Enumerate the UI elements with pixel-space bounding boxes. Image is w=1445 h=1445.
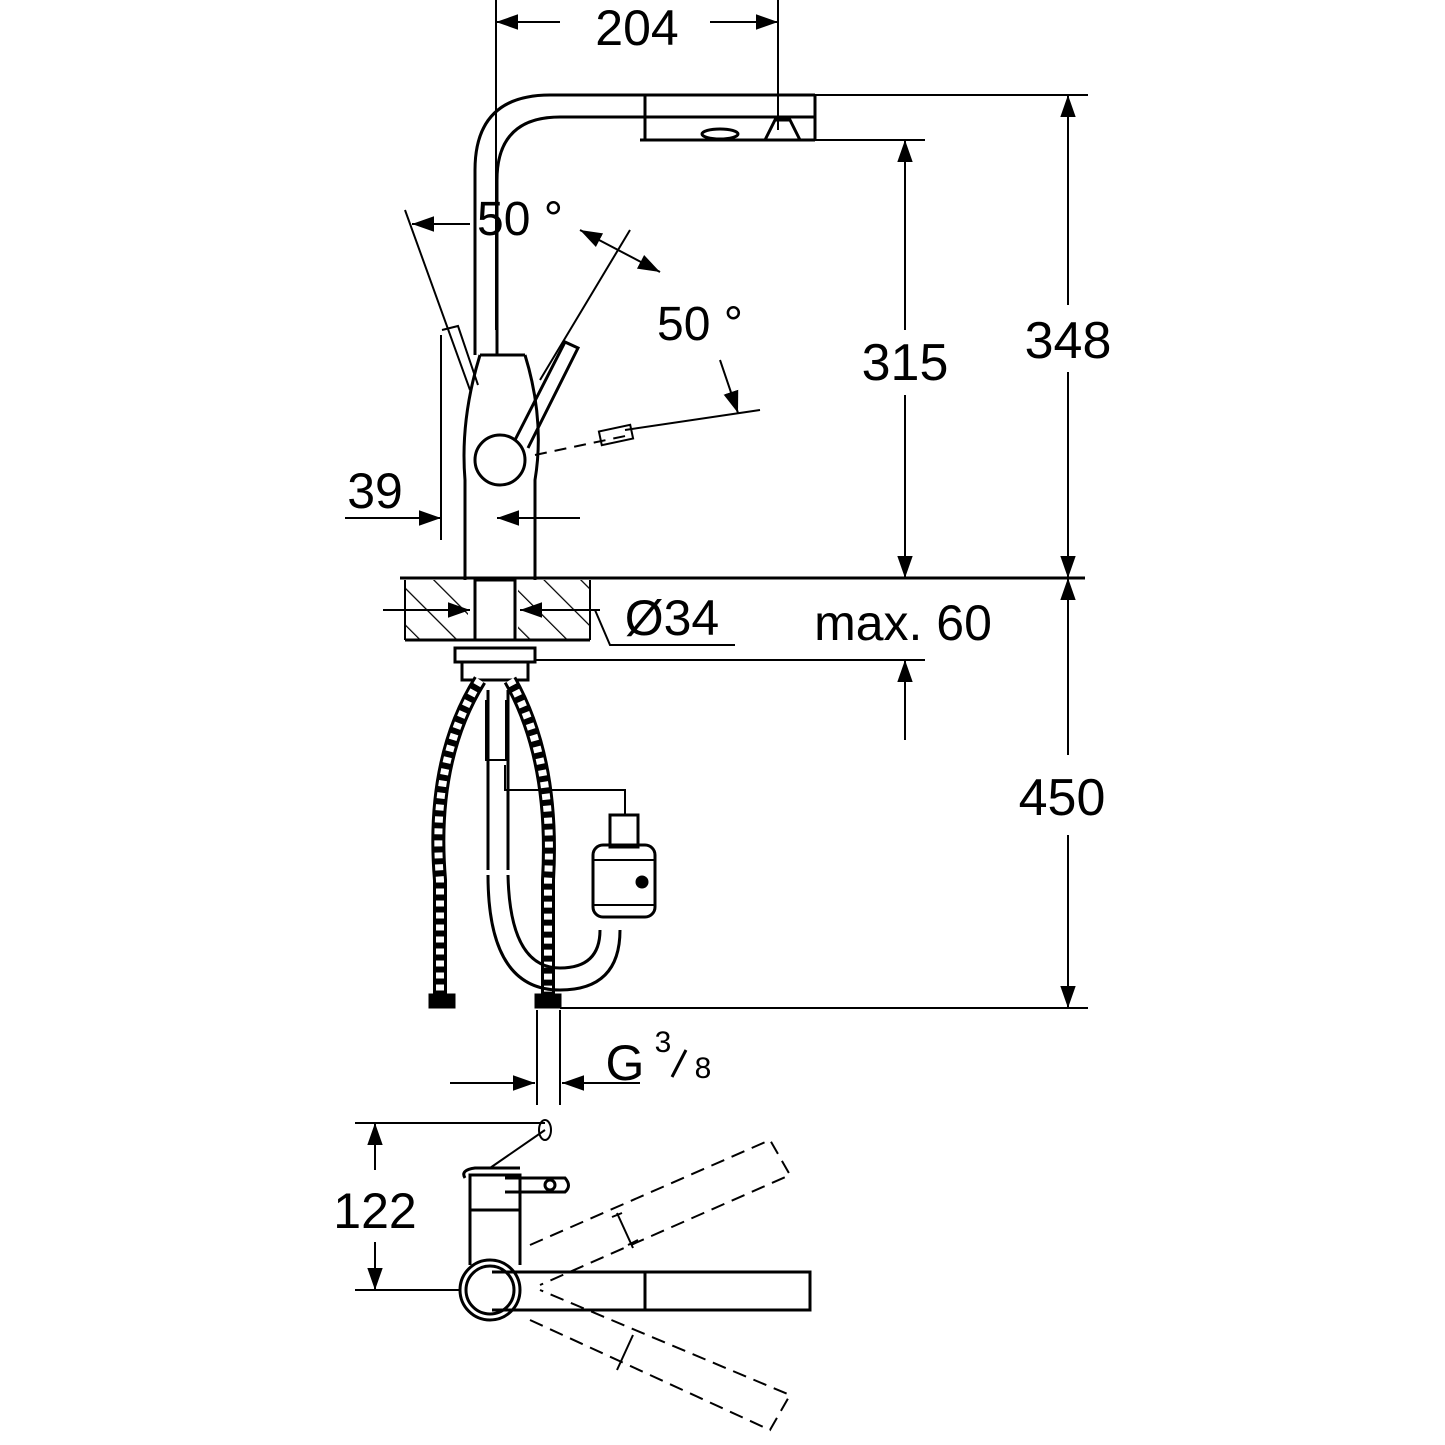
pullout-hose: [486, 690, 510, 870]
hose-fitting-left: [428, 993, 456, 1009]
dim-thread-letter: G: [606, 1035, 645, 1091]
hose-fitting-right: [534, 993, 562, 1009]
lever: [513, 340, 581, 449]
spout-outer: [473, 93, 815, 355]
faucet-side-view: [462, 93, 817, 580]
dim-angle-right: 50 °: [657, 298, 743, 351]
thread-fraction-slash: [670, 1049, 688, 1078]
hose-counterweight: [591, 843, 657, 919]
dim-spout-clearance: 315: [862, 334, 949, 392]
top-view-handle: [505, 1176, 570, 1194]
swivel-marks: [611, 1212, 639, 1371]
faucet-body: [462, 354, 540, 580]
dim-thread-numerator: 3: [655, 1026, 672, 1059]
dimension-lines: [345, 0, 1088, 1291]
dim-hose-length: 450: [1019, 769, 1106, 827]
mounting-shank: [473, 578, 517, 642]
dim-angle-left: 50 °: [477, 193, 563, 246]
nozzle: [763, 118, 802, 141]
lever-open-dashed: [534, 434, 631, 456]
dim-max-thickness: max. 60: [814, 595, 992, 651]
top-view-spout: [492, 1270, 812, 1312]
dim-body-offset: 39: [347, 463, 403, 519]
dimension-labels: 204 50 ° 50 ° 315 348 39 Ø34 max. 60 450…: [333, 0, 1111, 1239]
lever-pivot: [473, 433, 527, 487]
dim-hole-diameter: Ø34: [625, 590, 720, 646]
faucet-top-view: [458, 1119, 812, 1322]
spout-inner: [495, 115, 815, 355]
dim-total-height: 348: [1025, 312, 1112, 370]
swivel-positions: [529, 1138, 792, 1432]
mounting-nut: [453, 646, 537, 664]
dim-thread-denominator: 8: [695, 1052, 712, 1085]
spray-button: [700, 127, 740, 141]
under-sink: [428, 646, 657, 1009]
dim-top-view-depth: 122: [333, 1183, 416, 1239]
connector-cable: [504, 765, 626, 815]
top-view-body: [468, 1173, 522, 1265]
dim-spout-reach: 204: [595, 0, 678, 56]
